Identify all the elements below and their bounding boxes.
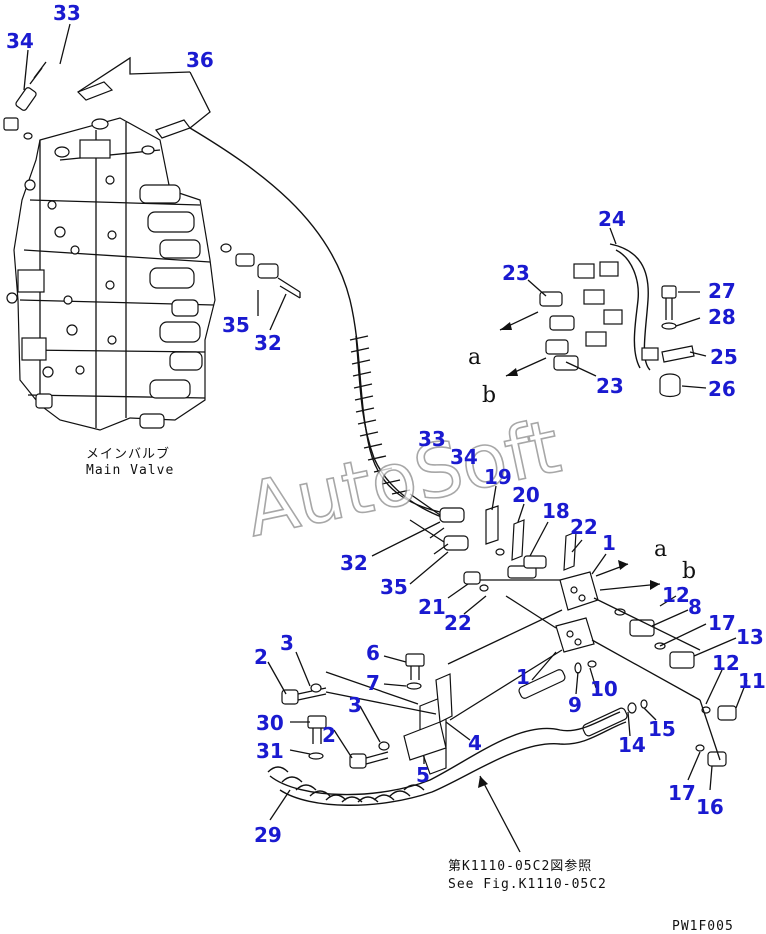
callout-1: 1	[516, 665, 530, 689]
callout-7: 7	[366, 671, 380, 695]
callout-22: 22	[444, 611, 472, 635]
main-valve-label-jp: メインバルブ	[86, 446, 170, 462]
callout-3: 3	[348, 693, 362, 717]
callout-36: 36	[186, 48, 214, 72]
arrow-label-b-right: b	[682, 559, 696, 584]
arrow-labels: a b a b	[468, 345, 696, 584]
callout-9: 9	[568, 693, 582, 717]
hose-end-fittings	[409, 493, 469, 551]
main-valve-drawing	[3, 61, 301, 431]
callout-6: 6	[366, 641, 380, 665]
callout-21: 21	[418, 595, 446, 619]
callout-35: 35	[222, 313, 250, 337]
arrow-label-a-top: a	[468, 345, 481, 370]
callout-19: 19	[484, 465, 512, 489]
callout-18: 18	[542, 499, 570, 523]
callout-2: 2	[322, 723, 336, 747]
callout-26: 26	[708, 377, 736, 401]
callout-20: 20	[512, 483, 540, 507]
callout-12: 12	[712, 651, 740, 675]
leader-lines-lower	[267, 485, 748, 821]
hose-line-lower	[269, 711, 621, 796]
callout-16: 16	[696, 795, 724, 819]
callout-30: 30	[256, 711, 284, 735]
callout-8: 8	[688, 595, 702, 619]
callout-15: 15	[648, 717, 676, 741]
callout-31: 31	[256, 739, 284, 763]
assembly-arrows	[595, 560, 661, 591]
callout-4: 4	[468, 731, 482, 755]
arrow-label-a-right: a	[654, 537, 667, 562]
callout-34: 34	[450, 445, 478, 469]
spiral-wrap-lower	[267, 766, 425, 803]
reference-label-en: See Fig.K1110-05C2	[448, 877, 607, 892]
callout-24: 24	[598, 207, 626, 231]
main-valve-label-en: Main Valve	[86, 463, 174, 478]
leader-lines-harness	[527, 227, 707, 389]
callout-17: 17	[708, 611, 736, 635]
callout-22: 22	[570, 515, 598, 539]
callout-34: 34	[6, 29, 34, 53]
assembly-lines	[325, 579, 721, 761]
callout-25: 25	[710, 345, 738, 369]
callout-11: 11	[738, 669, 766, 693]
leader-lines-main	[23, 23, 287, 331]
callout-29: 29	[254, 823, 282, 847]
callout-14: 14	[618, 733, 646, 757]
callout-28: 28	[708, 305, 736, 329]
callout-27: 27	[708, 279, 736, 303]
callout-10: 10	[590, 677, 618, 701]
spiral-wrap-upper	[349, 335, 411, 495]
callout-35: 35	[380, 575, 408, 599]
reference-caption: 第K1110-05C2図参照 See Fig.K1110-05C2	[448, 858, 607, 892]
callout-1: 1	[602, 531, 616, 555]
drawing-code: PW1F005	[672, 919, 734, 934]
harness-drawing	[539, 243, 695, 398]
callout-12: 12	[662, 583, 690, 607]
callout-23: 23	[502, 261, 530, 285]
callout-3: 3	[280, 631, 294, 655]
reference-label-jp: 第K1110-05C2図参照	[448, 858, 592, 874]
main-valve-caption: メインバルブ Main Valve	[86, 446, 174, 478]
callout-13: 13	[736, 625, 764, 649]
arrow-label-b-top: b	[482, 383, 496, 408]
callout-33: 33	[418, 427, 446, 451]
callout-33: 33	[53, 1, 81, 25]
harness-arrows	[499, 311, 547, 377]
callout-32: 32	[254, 331, 282, 355]
callout-5: 5	[416, 763, 430, 787]
callout-2: 2	[254, 645, 268, 669]
callout-17: 17	[668, 781, 696, 805]
reference-arrow	[478, 775, 521, 853]
callout-numbers: 33 34 36 35 32 24 23 27 28 25 23 26 33 3…	[6, 1, 766, 847]
callout-32: 32	[340, 551, 368, 575]
callout-23: 23	[596, 374, 624, 398]
